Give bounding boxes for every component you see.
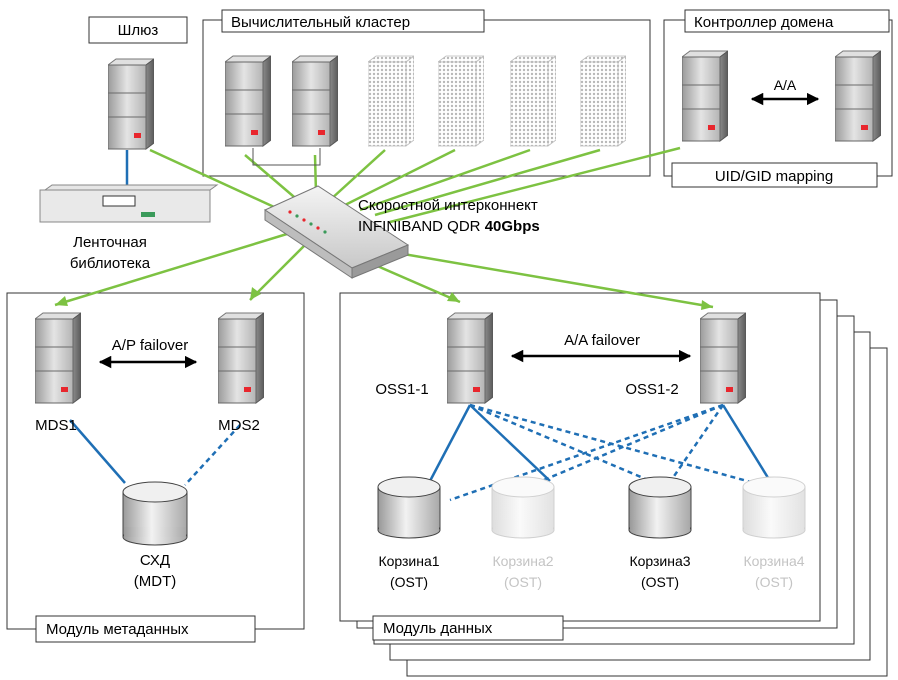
ost-disk-2-label-1: Корзина2 xyxy=(492,553,553,569)
compute-node-icon xyxy=(292,55,338,147)
ost-disk-4-icon xyxy=(742,476,806,539)
domain-controller-server-icon xyxy=(835,50,881,142)
ost-disk-3-label-2: (OST) xyxy=(641,574,679,590)
gateway-label-box xyxy=(88,16,188,44)
compute-node-placeholder-icon xyxy=(438,55,484,147)
infiniband-switch-icon xyxy=(263,185,410,279)
compute-cluster-label-box xyxy=(221,9,485,33)
mdt-storage-icon xyxy=(122,481,188,546)
data-module-label-box xyxy=(372,615,564,641)
ost-disk-1-label-2: (OST) xyxy=(390,574,428,590)
interconnect-label-2: INFINIBAND QDR 40Gbps xyxy=(358,218,540,235)
standby-links xyxy=(184,403,781,502)
mdt-label-2: (MDT) xyxy=(134,573,176,590)
ost-disk-4-label-1: Корзина4 xyxy=(743,553,804,569)
storage-links xyxy=(69,150,772,484)
compute-node-icon xyxy=(225,55,271,147)
metadata-module-label-box xyxy=(35,615,256,643)
metadata-module-title: Модуль метаданных xyxy=(46,621,189,638)
metadata-module-group: A/P failover MDS1 MDS2 СХД (MDT) Модуль … xyxy=(35,312,264,643)
oss-failover-label: A/A failover xyxy=(564,332,640,349)
compute-node-placeholder-icon xyxy=(368,55,414,147)
ost-disk-1-label-1: Корзина1 xyxy=(378,553,439,569)
gateway-title: Шлюз xyxy=(118,22,159,39)
compute-node-placeholder-icon xyxy=(580,55,626,147)
cluster-wire xyxy=(252,148,321,166)
uid-gid-box xyxy=(671,162,878,188)
data-module-title: Модуль данных xyxy=(383,620,493,637)
mdt-label-1: СХД xyxy=(140,552,170,569)
compute-cluster-title: Вычислительный кластер xyxy=(231,14,410,31)
mds1-label: MDS1 xyxy=(35,417,77,434)
data-module-group: A/A failover OSS1-1 OSS1-2 Ко xyxy=(372,312,806,641)
oss1-1-server-icon xyxy=(447,312,493,404)
tape-library-group: Ленточная библиотека xyxy=(39,184,219,272)
tape-library-label-2: библиотека xyxy=(70,255,151,272)
mds2-server-icon xyxy=(218,312,264,404)
ost-disk-2-label-2: (OST) xyxy=(504,574,542,590)
mds1-server-icon xyxy=(35,312,81,404)
tape-library-label-1: Ленточная xyxy=(73,234,147,251)
mds2-label: MDS2 xyxy=(218,417,260,434)
domain-controller-title: Контроллер домена xyxy=(694,14,834,31)
domain-controller-group: Контроллер домена A/A UID/GID mapping xyxy=(671,9,890,188)
domain-controller-server-icon xyxy=(682,50,728,142)
interconnect-arrowheads xyxy=(55,287,713,310)
gateway-group: Шлюз xyxy=(88,16,188,150)
oss1-1-label: OSS1-1 xyxy=(375,381,428,398)
ost-disk-4-label-2: (OST) xyxy=(755,574,793,590)
uid-gid-mapping-label: UID/GID mapping xyxy=(715,168,833,185)
oss1-2-label: OSS1-2 xyxy=(625,381,678,398)
interconnect-label-1: Скоростной интерконнект xyxy=(358,197,538,214)
compute-cluster-group: Вычислительный кластер xyxy=(221,9,626,147)
compute-node-placeholder-icon xyxy=(510,55,556,147)
gateway-server-icon xyxy=(108,58,154,150)
domain-controller-label-box xyxy=(684,9,890,33)
ost-disk-1-icon xyxy=(377,476,441,539)
ost-disk-3-icon xyxy=(628,476,692,539)
mds-failover-label: A/P failover xyxy=(112,337,188,354)
ost-disk-3-label-1: Корзина3 xyxy=(629,553,690,569)
interconnect-links xyxy=(54,146,714,309)
oss1-2-server-icon xyxy=(700,312,746,404)
domain-controller-link-label: A/A xyxy=(774,77,797,93)
ost-disk-2-icon xyxy=(491,476,555,539)
